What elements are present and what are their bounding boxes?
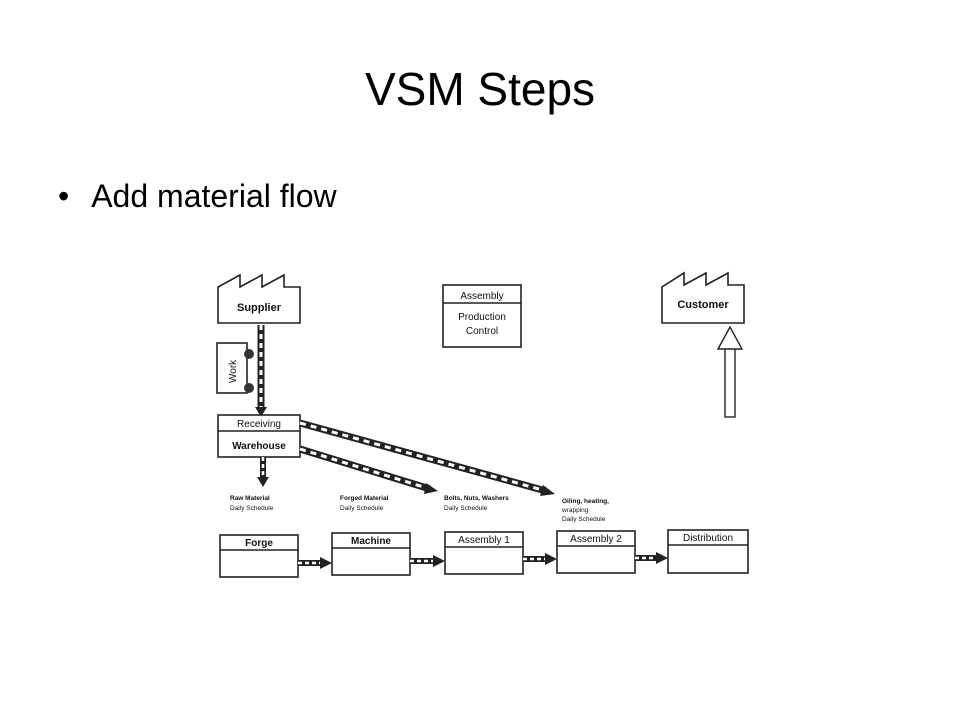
- warehouse-label: Warehouse: [232, 441, 286, 452]
- svg-text:Raw Material: Raw Material: [230, 495, 270, 502]
- process-distribution: Distribution: [667, 529, 749, 574]
- process-assembly-2: Assembly 2: [556, 530, 636, 574]
- process-forge: Forge: [219, 534, 299, 578]
- slide-title: VSM Steps: [364, 63, 596, 115]
- schedule-forged-material: Forged Material Daily Schedule: [340, 495, 389, 512]
- control-line2-label: Control: [466, 326, 498, 337]
- bullet-dot: •: [58, 178, 70, 214]
- svg-text:Assembly 1: Assembly 1: [458, 535, 510, 546]
- warehouse-to-raw-arrow: [257, 457, 269, 487]
- bullet-text: Add material flow: [91, 178, 337, 214]
- svg-text:wrapping: wrapping: [561, 507, 589, 514]
- receiving-label: Receiving: [237, 419, 281, 430]
- warehouse-to-bolts-arrow: [298, 445, 438, 494]
- supplier-to-warehouse-arrow: [255, 325, 267, 417]
- svg-text:Forged Material: Forged Material: [340, 495, 389, 502]
- production-control-box: Assembly Production Control: [442, 284, 522, 348]
- schedule-oiling: Oiling, heating, wrapping Daily Schedule: [561, 498, 609, 523]
- svg-text:Daily Schedule: Daily Schedule: [340, 505, 384, 512]
- control-top-label: Assembly: [460, 291, 503, 302]
- svg-text:Forge: Forge: [245, 538, 273, 549]
- svg-text:Machine: Machine: [351, 536, 391, 547]
- warehouse-to-oiling-arrow: [299, 419, 555, 496]
- push-arrow-assembly2-distribution: [635, 552, 668, 564]
- warehouse-box: Receiving Warehouse: [217, 414, 301, 458]
- supplier-factory: Supplier: [217, 273, 301, 324]
- customer-label: Customer: [677, 299, 729, 311]
- svg-text:Daily Schedule: Daily Schedule: [444, 505, 488, 512]
- customer-factory: Customer: [661, 271, 745, 324]
- push-arrow-machine-assembly1: [410, 555, 445, 567]
- work-label: Work: [228, 359, 239, 383]
- svg-text:Bolts, Nuts, Washers: Bolts, Nuts, Washers: [444, 495, 509, 502]
- push-arrow-assembly1-assembly2: [523, 553, 557, 565]
- process-assembly-1: Assembly 1: [444, 531, 524, 575]
- control-line1-label: Production: [458, 312, 506, 323]
- bullet-item: • Add material flow: [58, 178, 337, 215]
- schedule-raw-material: Raw Material Daily Schedule: [230, 495, 274, 512]
- push-arrow-forge-machine: [298, 557, 332, 569]
- shipment-to-customer-arrow: [716, 325, 744, 418]
- svg-text:Oiling, heating,: Oiling, heating,: [562, 498, 609, 505]
- value-stream-map: Supplier Customer Assembly Production Co…: [216, 271, 749, 578]
- supplier-label: Supplier: [237, 302, 282, 314]
- svg-text:Daily Schedule: Daily Schedule: [562, 516, 606, 523]
- svg-text:Distribution: Distribution: [683, 533, 733, 544]
- work-icon: Work: [216, 342, 254, 394]
- svg-text:Daily Schedule: Daily Schedule: [230, 505, 274, 512]
- schedule-bolts: Bolts, Nuts, Washers Daily Schedule: [444, 495, 509, 512]
- svg-text:Assembly 2: Assembly 2: [570, 534, 622, 545]
- process-machine: Machine: [331, 532, 411, 576]
